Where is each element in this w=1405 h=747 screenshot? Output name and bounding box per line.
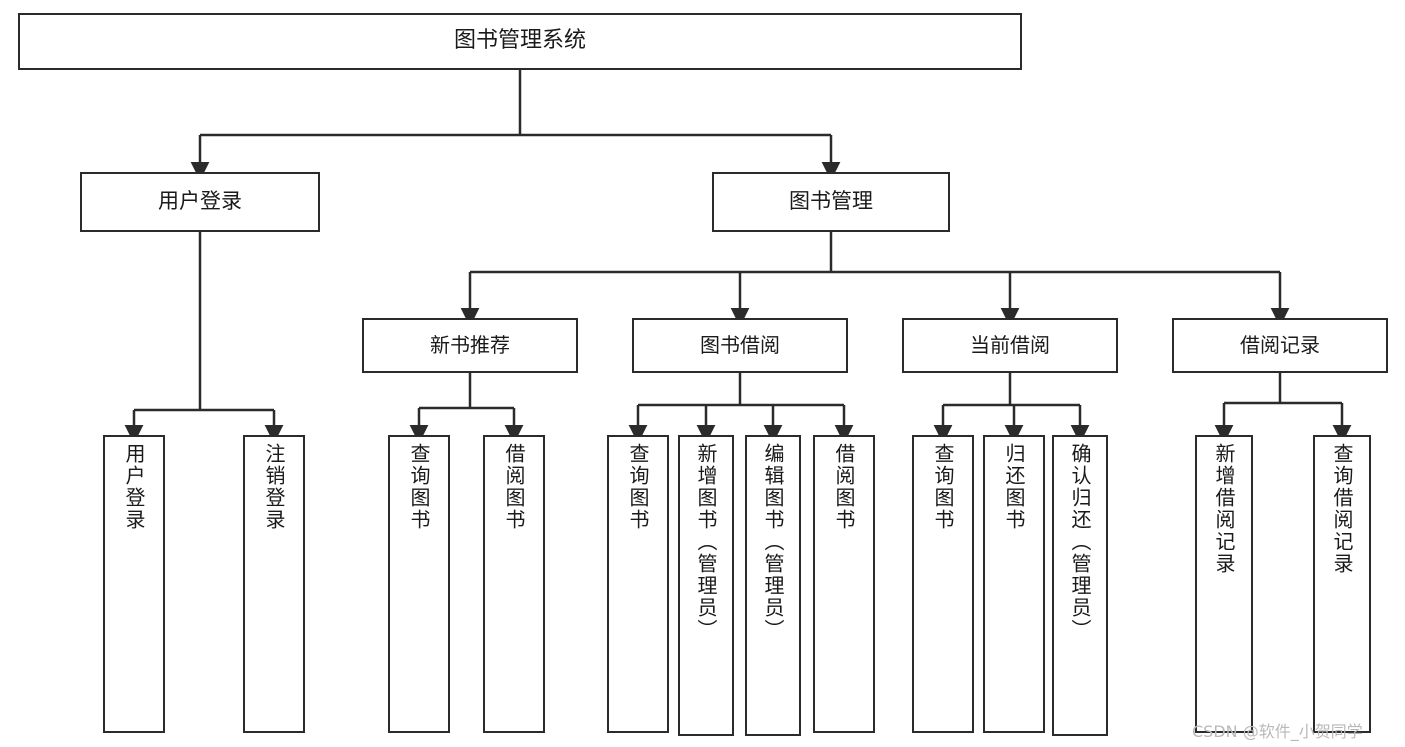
node-l1-book[interactable]: 图书管理 bbox=[712, 172, 950, 232]
node-label: 查询图书 bbox=[626, 443, 650, 531]
node-root[interactable]: 图书管理系统 bbox=[18, 13, 1022, 70]
node-leaf-logout[interactable]: 注销登录 bbox=[243, 435, 305, 733]
node-label: 借阅记录 bbox=[1240, 333, 1320, 358]
node-label: 查询借阅记录 bbox=[1330, 443, 1354, 575]
node-label: 图书借阅 bbox=[700, 333, 780, 358]
node-l2-current[interactable]: 当前借阅 bbox=[902, 318, 1118, 373]
node-label: 查询图书 bbox=[931, 443, 955, 531]
node-label: 当前借阅 bbox=[970, 333, 1050, 358]
node-leaf-cb-query[interactable]: 查询图书 bbox=[912, 435, 974, 733]
node-l2-borrow[interactable]: 图书借阅 bbox=[632, 318, 848, 373]
node-leaf-rc-query[interactable]: 查询借阅记录 bbox=[1313, 435, 1371, 733]
node-leaf-nb-query[interactable]: 查询图书 bbox=[388, 435, 450, 733]
node-label: 用户登录 bbox=[122, 443, 146, 531]
node-leaf-cb-return[interactable]: 归还图书 bbox=[983, 435, 1045, 733]
node-l2-record[interactable]: 借阅记录 bbox=[1172, 318, 1388, 373]
node-label: 确认归还（管理员） bbox=[1068, 443, 1092, 641]
node-leaf-bb-edit[interactable]: 编辑图书（管理员） bbox=[745, 435, 801, 736]
node-label: 图书管理 bbox=[789, 189, 873, 214]
node-label: 用户登录 bbox=[158, 189, 242, 214]
node-l2-newbook[interactable]: 新书推荐 bbox=[362, 318, 578, 373]
node-leaf-cb-confirm[interactable]: 确认归还（管理员） bbox=[1052, 435, 1108, 736]
node-label: 新增借阅记录 bbox=[1212, 443, 1236, 575]
node-label: 编辑图书（管理员） bbox=[761, 443, 785, 641]
node-label: 新书推荐 bbox=[430, 333, 510, 358]
node-label: 查询图书 bbox=[407, 443, 431, 531]
node-label: 归还图书 bbox=[1002, 443, 1026, 531]
edge-group bbox=[124, 70, 1352, 444]
node-label: 新增图书（管理员） bbox=[694, 443, 718, 641]
node-label: 借阅图书 bbox=[832, 443, 856, 531]
node-leaf-bb-query[interactable]: 查询图书 bbox=[607, 435, 669, 733]
node-leaf-login[interactable]: 用户登录 bbox=[103, 435, 165, 733]
node-l1-user[interactable]: 用户登录 bbox=[80, 172, 320, 232]
node-label: 注销登录 bbox=[262, 443, 286, 531]
node-leaf-nb-borrow[interactable]: 借阅图书 bbox=[483, 435, 545, 733]
node-leaf-rc-add[interactable]: 新增借阅记录 bbox=[1195, 435, 1253, 733]
node-label: 借阅图书 bbox=[502, 443, 526, 531]
node-leaf-bb-add[interactable]: 新增图书（管理员） bbox=[678, 435, 734, 736]
node-leaf-bb-borrow[interactable]: 借阅图书 bbox=[813, 435, 875, 733]
node-label: 图书管理系统 bbox=[453, 28, 586, 54]
